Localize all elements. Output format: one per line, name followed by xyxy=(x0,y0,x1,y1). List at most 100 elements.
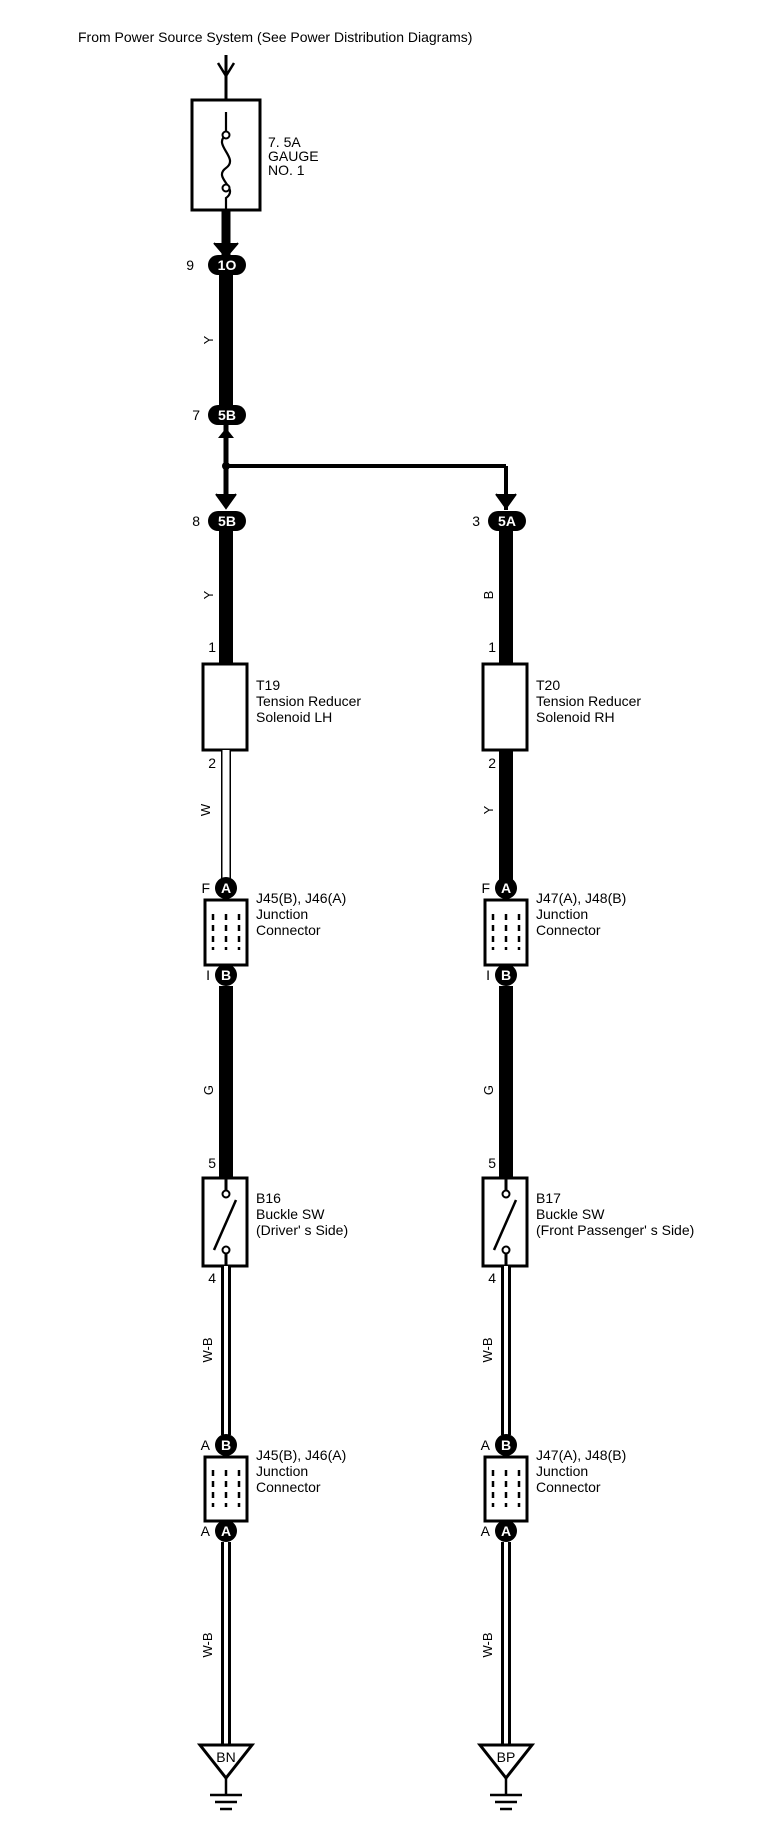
svg-text:A: A xyxy=(221,880,231,896)
buckle-switch-b16 xyxy=(201,1176,249,1268)
connector-5b-lower: 5B xyxy=(208,511,246,531)
junction-left-1-ids: J45(B), J46(A) xyxy=(256,890,346,906)
fuse-name: GAUGE xyxy=(268,148,319,164)
t19-pin-in: 1 xyxy=(208,639,216,655)
b17-line1: Buckle SW xyxy=(536,1206,605,1222)
b17-pin-in: 5 xyxy=(488,1155,496,1171)
junction-right-1-line2: Connector xyxy=(536,922,601,938)
junction-right-2-ids: J47(A), J48(B) xyxy=(536,1447,626,1463)
junction-right-1-bottom-terminal xyxy=(495,964,517,986)
arrow-icon xyxy=(218,428,234,438)
junction-right-1-top-pin: F xyxy=(481,880,490,896)
wire-left-mid-color: G xyxy=(201,1085,216,1095)
b16-line2: (Driver' s Side) xyxy=(256,1222,348,1238)
junction-right-2-bottom-pin: A xyxy=(481,1523,491,1539)
t20-pin-in: 1 xyxy=(488,639,496,655)
t20-pin-out: 2 xyxy=(488,755,496,771)
fuse-number: NO. 1 xyxy=(268,162,305,178)
t19-id: T19 xyxy=(256,677,280,693)
arrow-icon xyxy=(215,493,237,510)
b16-pin-out: 4 xyxy=(208,1270,216,1286)
solenoid-t19 xyxy=(201,662,249,752)
svg-text:A: A xyxy=(501,1523,511,1539)
t20-line2: Solenoid RH xyxy=(536,709,615,725)
svg-text:B: B xyxy=(501,1437,511,1453)
connector-5b-upper: 5B xyxy=(208,405,246,425)
wire-left-ground-color: W-B xyxy=(200,1632,215,1657)
junction-left-2-top-pin: A xyxy=(201,1437,211,1453)
connector-5b-lower-pin: 8 xyxy=(192,513,200,529)
svg-text:5B: 5B xyxy=(218,407,236,423)
ground-right-label: BP xyxy=(497,1749,516,1765)
junction-left-1-top-terminal xyxy=(215,877,237,899)
svg-text:5B: 5B xyxy=(218,513,236,529)
junction-right-2-top-pin: A xyxy=(481,1437,491,1453)
wire-left-solenoid-out-color: W xyxy=(198,803,213,816)
junction-left-2-top-terminal xyxy=(215,1434,237,1456)
junction-connector-left-1 xyxy=(203,898,249,967)
svg-text:1O: 1O xyxy=(218,257,237,273)
junction-left-2-bottom-pin: A xyxy=(201,1523,211,1539)
junction-left-1-line2: Connector xyxy=(256,922,321,938)
wire-left-buckle-out-color: W-B xyxy=(200,1337,215,1362)
junction-right-2-bottom-terminal xyxy=(495,1520,517,1542)
fuse-rating: 7. 5A xyxy=(268,134,301,150)
connector-1o-pin: 9 xyxy=(186,257,194,273)
wire-right-mid-color: G xyxy=(481,1085,496,1095)
b16-line1: Buckle SW xyxy=(256,1206,325,1222)
junction-left-2-line1: Junction xyxy=(256,1463,308,1479)
junction-left-2-line2: Connector xyxy=(256,1479,321,1495)
junction-left-2-bottom-terminal xyxy=(215,1520,237,1542)
connector-5b-upper-pin: 7 xyxy=(192,407,200,423)
svg-text:B: B xyxy=(221,967,231,983)
junction-connector-left-2 xyxy=(203,1455,249,1523)
wire-right-buckle-out-color: W-B xyxy=(480,1337,495,1362)
junction-left-1-line1: Junction xyxy=(256,906,308,922)
junction-connector-right-1 xyxy=(483,898,529,967)
junction-right-1-ids: J47(A), J48(B) xyxy=(536,890,626,906)
b16-id: B16 xyxy=(256,1190,281,1206)
t19-line2: Solenoid LH xyxy=(256,709,332,725)
junction-right-2-line2: Connector xyxy=(536,1479,601,1495)
junction-left-1-bottom-pin: I xyxy=(206,967,210,983)
svg-text:5A: 5A xyxy=(498,513,516,529)
junction-left-1-top-pin: F xyxy=(201,880,210,896)
wire-feed-color: Y xyxy=(201,335,216,344)
t19-pin-out: 2 xyxy=(208,755,216,771)
t20-line1: Tension Reducer xyxy=(536,693,641,709)
connector-5a-pin: 3 xyxy=(472,513,480,529)
b17-id: B17 xyxy=(536,1190,561,1206)
b16-pin-in: 5 xyxy=(208,1155,216,1171)
wire-right-ground-color: W-B xyxy=(480,1632,495,1657)
junction-right-1-top-terminal xyxy=(495,877,517,899)
svg-text:A: A xyxy=(501,880,511,896)
ground-left-label: BN xyxy=(216,1749,235,1765)
t19-line1: Tension Reducer xyxy=(256,693,361,709)
connector-5a: 5A xyxy=(488,511,526,531)
fuse-gauge-no1 xyxy=(190,98,262,212)
connector-1o: 1O xyxy=(208,255,246,275)
feed-arrow xyxy=(216,55,236,100)
solenoid-t20 xyxy=(481,662,529,752)
power-source-label: From Power Source System (See Power Dist… xyxy=(78,29,472,45)
svg-text:A: A xyxy=(221,1523,231,1539)
arrow-icon xyxy=(213,242,239,259)
junction-connector-right-2 xyxy=(483,1455,529,1523)
junction-right-1-bottom-pin: I xyxy=(486,967,490,983)
wire-left-top-color: Y xyxy=(201,590,216,599)
junction-right-2-line1: Junction xyxy=(536,1463,588,1479)
ground-icon xyxy=(476,1743,536,1811)
b17-line2: (Front Passenger' s Side) xyxy=(536,1222,694,1238)
junction-left-1-bottom-terminal xyxy=(215,964,237,986)
buckle-switch-b17 xyxy=(481,1176,529,1268)
junction-right-2-top-terminal xyxy=(495,1434,517,1456)
junction-right-1-line1: Junction xyxy=(536,906,588,922)
wire-right-top-color: B xyxy=(481,591,496,600)
b17-pin-out: 4 xyxy=(488,1270,496,1286)
junction-left-2-ids: J45(B), J46(A) xyxy=(256,1447,346,1463)
t20-id: T20 xyxy=(536,677,560,693)
svg-text:B: B xyxy=(221,1437,231,1453)
ground-icon xyxy=(196,1743,256,1811)
arrow-icon xyxy=(495,493,517,510)
